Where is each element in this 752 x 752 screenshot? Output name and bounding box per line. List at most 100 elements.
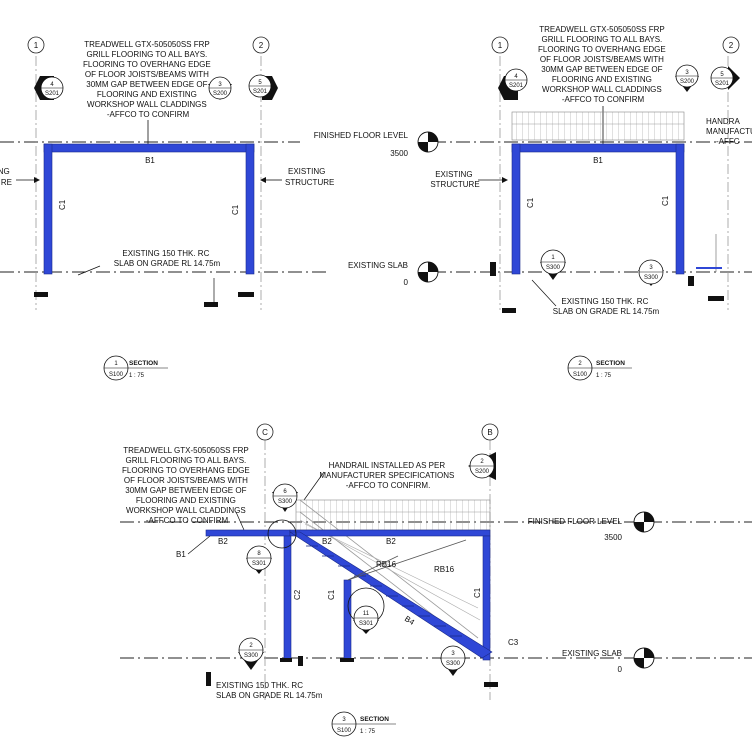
beam-b1 — [43, 143, 255, 153]
existing-structure-2: EXISTING STRUCTURE — [430, 170, 479, 189]
svg-text:3: 3 — [342, 717, 346, 723]
handrail-2 — [511, 111, 685, 141]
svg-text:2: 2 — [480, 459, 484, 465]
svg-text:SECTION: SECTION — [129, 360, 158, 367]
grid-label-c: C — [262, 428, 268, 437]
beam-label-b1: B1 — [145, 156, 155, 165]
slab-datum-symbol-3 — [633, 647, 655, 669]
grid-bubble-b — [481, 423, 499, 441]
svg-text:1: 1 — [551, 255, 555, 261]
column-c1-right — [245, 143, 255, 275]
svg-text:4: 4 — [50, 82, 54, 88]
svg-text:5: 5 — [720, 72, 724, 78]
svg-text:S201: S201 — [715, 81, 730, 87]
svg-text:S300: S300 — [644, 275, 659, 281]
section-tag-3-s300-b: 3 S300 — [440, 645, 466, 676]
svg-text:S100: S100 — [109, 372, 124, 378]
flooring-note-3: TREADWELL GTX-505050SS FRP GRILL FLOORIN… — [122, 446, 252, 525]
svg-text:3: 3 — [451, 651, 455, 657]
section-tag-11-s301: 11 S301 — [353, 605, 379, 634]
beam-label-b1-3: B1 — [176, 550, 186, 559]
flooring-note-2: TREADWELL GTX-505050SS FRP GRILL FLOORIN… — [538, 25, 668, 104]
section-tag-4-s201-b: 4 S201 — [498, 68, 528, 100]
column-c2 — [283, 535, 292, 661]
steel-frame-1 — [43, 143, 255, 275]
grid-bubble-1b — [491, 36, 509, 54]
section-tag-3-s200-b: 3 S200 — [675, 64, 699, 92]
svg-text:11: 11 — [363, 611, 370, 617]
ffl-datum-symbol-3 — [633, 511, 655, 533]
svg-text:S300: S300 — [244, 653, 259, 659]
detail-circle-landing — [267, 519, 297, 549]
flooring-note: TREADWELL GTX-505050SS FRP GRILL FLOORIN… — [83, 40, 213, 119]
svg-text:1 : 75: 1 : 75 — [129, 373, 145, 379]
svg-text:2: 2 — [578, 361, 582, 367]
stair-stringer-b4 — [288, 531, 493, 659]
ffl-value: 3500 — [390, 149, 408, 158]
svg-text:8: 8 — [257, 551, 261, 557]
section-tag-5-s201-b: 5 S201 — [710, 66, 740, 90]
grid-bubble-2 — [252, 36, 270, 54]
column-label-c2: C2 — [293, 589, 302, 600]
svg-text:S301: S301 — [252, 561, 267, 567]
section-tag-1-s300: 1 S300 — [540, 249, 566, 280]
level-markers: FINISHED FLOOR LEVEL 3500 EXISTING SLAB … — [300, 128, 439, 287]
column-label-c1-mid: C1 — [327, 589, 336, 600]
section-title-2: 2 S100 SECTION 1 : 75 — [567, 355, 632, 381]
grid-bubble-c — [256, 423, 274, 441]
svg-text:3: 3 — [649, 265, 653, 271]
column-label-left: C1 — [58, 199, 67, 210]
section-title-1: 1 S100 SECTION 1 : 75 — [103, 355, 168, 381]
grid-label-1: 1 — [34, 41, 39, 50]
stair-treads — [306, 545, 462, 637]
beam-label-b2-left: B2 — [218, 537, 228, 546]
svg-text:1 : 75: 1 : 75 — [596, 373, 612, 379]
section-tag-4-s201: 4 S201 — [34, 76, 64, 100]
section-tag-3-s200: 3 S200 — [208, 76, 232, 100]
ffl-datum-symbol — [417, 131, 439, 153]
svg-text:1 : 75: 1 : 75 — [360, 729, 376, 735]
svg-text:S200: S200 — [475, 469, 490, 475]
svg-text:3: 3 — [218, 82, 222, 88]
svg-text:S300: S300 — [278, 499, 293, 505]
grid-label-2: 2 — [259, 41, 264, 50]
stringer-label-b4: B4 — [403, 614, 417, 627]
beam-b2-left — [205, 529, 291, 537]
svg-text:S201: S201 — [509, 83, 524, 89]
beam-label-b1-2: B1 — [593, 156, 603, 165]
column-label-right-2: C1 — [661, 195, 670, 206]
column-label-c1-right: C1 — [473, 587, 482, 598]
svg-text:S300: S300 — [446, 661, 461, 667]
grid-label-b: B — [487, 428, 492, 437]
svg-text:4: 4 — [514, 74, 518, 80]
svg-text:S100: S100 — [573, 372, 588, 378]
column-c1-mid — [343, 579, 352, 661]
svg-text:S200: S200 — [680, 79, 695, 85]
grid-bubble-1 — [27, 36, 45, 54]
svg-text:1: 1 — [114, 361, 118, 367]
slab-value: 0 — [404, 278, 409, 287]
ffl-value-3: 3500 — [604, 533, 622, 542]
svg-text:3: 3 — [685, 70, 689, 76]
grid-bubble-2b — [722, 36, 740, 54]
steel-frame-3 — [205, 529, 493, 661]
section-title-3: 3 S100 SECTION 1 : 75 — [331, 711, 396, 737]
svg-text:S201: S201 — [45, 91, 60, 97]
svg-text:SECTION: SECTION — [596, 360, 625, 367]
svg-text:S200: S200 — [213, 91, 228, 97]
svg-text:S100: S100 — [337, 728, 352, 734]
rod-label-rb16-left: RB16 — [376, 560, 397, 569]
existing-structure-left: NG RE — [0, 167, 12, 187]
slab-note: EXISTING 150 THK. RC SLAB ON GRADE RL 14… — [114, 249, 221, 268]
column-c1-right-3 — [482, 535, 491, 661]
rod-label-rb16-right: RB16 — [434, 565, 455, 574]
steel-frame-2 — [511, 143, 685, 275]
column-label-c3: C3 — [508, 638, 519, 647]
slab-note-2: EXISTING 150 THK. RC SLAB ON GRADE RL 14… — [553, 297, 660, 316]
section-tag-5-s201: 5 S201 — [248, 74, 278, 100]
handrail-3 — [295, 499, 491, 651]
svg-text:5: 5 — [258, 80, 262, 86]
svg-text:S201: S201 — [253, 89, 268, 95]
slab-value-3: 0 — [618, 665, 623, 674]
